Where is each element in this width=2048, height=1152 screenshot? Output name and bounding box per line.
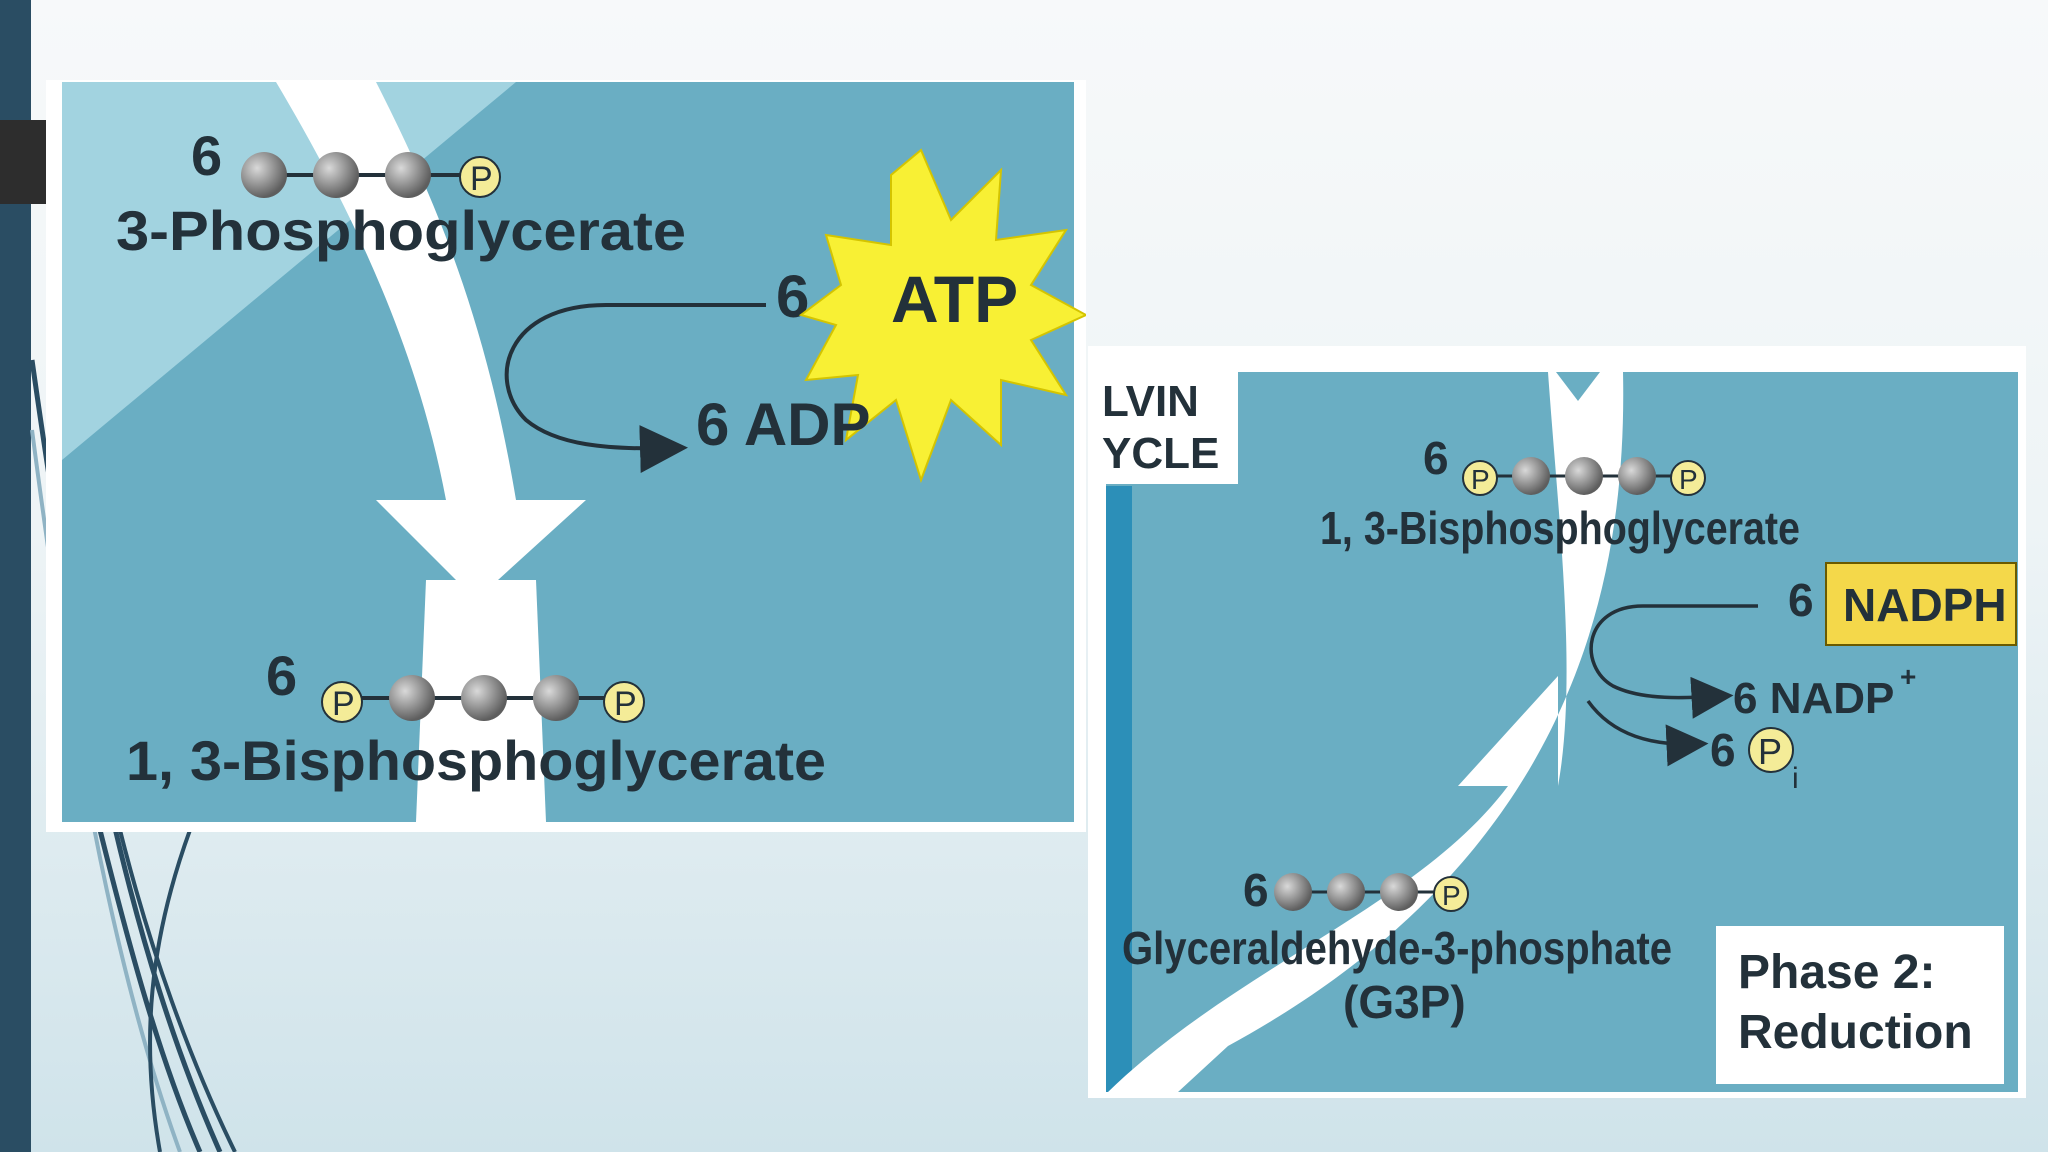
cycle-title-line2: YCLE	[1102, 429, 1219, 478]
carbon-atom	[1274, 873, 1312, 911]
phosphate-label: P	[332, 685, 355, 723]
phosphate-label: P	[470, 160, 493, 198]
pi-reaction-arrow	[1586, 699, 1709, 767]
nadph-reaction-arrow	[1589, 604, 1758, 719]
bottom-count: 6	[266, 644, 297, 707]
carbon-atom	[1618, 457, 1656, 495]
top-count: 6	[1423, 432, 1449, 484]
phosphate-label: P	[1442, 880, 1461, 911]
phosphate-label: P	[1679, 464, 1698, 495]
carbon-atom	[389, 675, 435, 721]
left-diagram-panel: 6 P 3-Phosphoglycerate 6 ATP 6 ADP 6 P P…	[46, 80, 1089, 832]
pi-subscript: i	[1792, 762, 1799, 795]
phosphate-group	[1433, 876, 1469, 912]
phase-label-box	[1716, 926, 2004, 1084]
nadp-superscript: +	[1900, 661, 1916, 692]
pi-count: 6	[1710, 724, 1736, 776]
phosphate-group	[459, 156, 501, 198]
g3p-abbreviation: (G3P)	[1343, 976, 1466, 1028]
flow-arrow	[1108, 372, 1624, 1092]
phase-label-line2: Reduction	[1738, 1006, 1973, 1059]
nadph-label: NADPH	[1843, 579, 2007, 631]
top-count: 6	[191, 124, 222, 187]
g3p-molecule-name: Glyceraldehyde-3-phosphate	[1122, 922, 1672, 974]
inorganic-phosphate-icon	[1748, 727, 1794, 773]
phase-label-line1: Phase 2:	[1738, 946, 1935, 999]
phosphate-label: P	[1471, 464, 1490, 495]
adp-label: 6 ADP	[696, 391, 871, 458]
atp-burst-icon	[798, 148, 1089, 484]
top-molecule-name: 1, 3-Bisphosphoglycerate	[1320, 502, 1800, 554]
carbon-atom	[1380, 873, 1418, 911]
carbon-atom	[1512, 457, 1550, 495]
right-diagram-panel: LVIN YCLE 6 P P 1, 3-Bisphosphoglycerate…	[1088, 346, 2026, 1098]
atp-label: ATP	[891, 262, 1018, 336]
flow-arrow	[226, 82, 586, 600]
pi-symbol: P	[1758, 731, 1782, 772]
left-diagram-svg: 6 P 3-Phosphoglycerate 6 ATP 6 ADP 6 P P…	[62, 82, 1089, 822]
carbon-atom	[461, 675, 507, 721]
carbon-atom	[533, 675, 579, 721]
g3p-count: 6	[1243, 864, 1269, 916]
carbon-atom	[385, 152, 431, 198]
reaction-arrow	[504, 303, 766, 474]
phosphate-group	[321, 681, 363, 723]
slide-marker	[0, 120, 46, 204]
nadph-count: 6	[1788, 574, 1814, 626]
phosphate-label: P	[614, 685, 637, 723]
bottom-molecule-name: 1, 3-Bisphosphoglycerate	[126, 729, 826, 792]
nadp-label: 6 NADP	[1733, 674, 1894, 723]
carbon-atom	[241, 152, 287, 198]
cycle-title-line1: LVIN	[1102, 377, 1199, 426]
carbon-atom	[1327, 873, 1365, 911]
atp-count: 6	[776, 263, 809, 330]
phosphate-group	[603, 681, 645, 723]
nadph-box	[1825, 562, 2017, 646]
cycle-title-box	[1106, 372, 1238, 484]
top-molecule-name: 3-Phosphoglycerate	[116, 199, 686, 262]
carbon-atom	[1565, 457, 1603, 495]
carbon-atom	[313, 152, 359, 198]
phosphate-group	[1670, 460, 1706, 496]
right-diagram-svg: LVIN YCLE 6 P P 1, 3-Bisphosphoglycerate…	[1102, 372, 2018, 1092]
phosphate-group	[1462, 460, 1498, 496]
